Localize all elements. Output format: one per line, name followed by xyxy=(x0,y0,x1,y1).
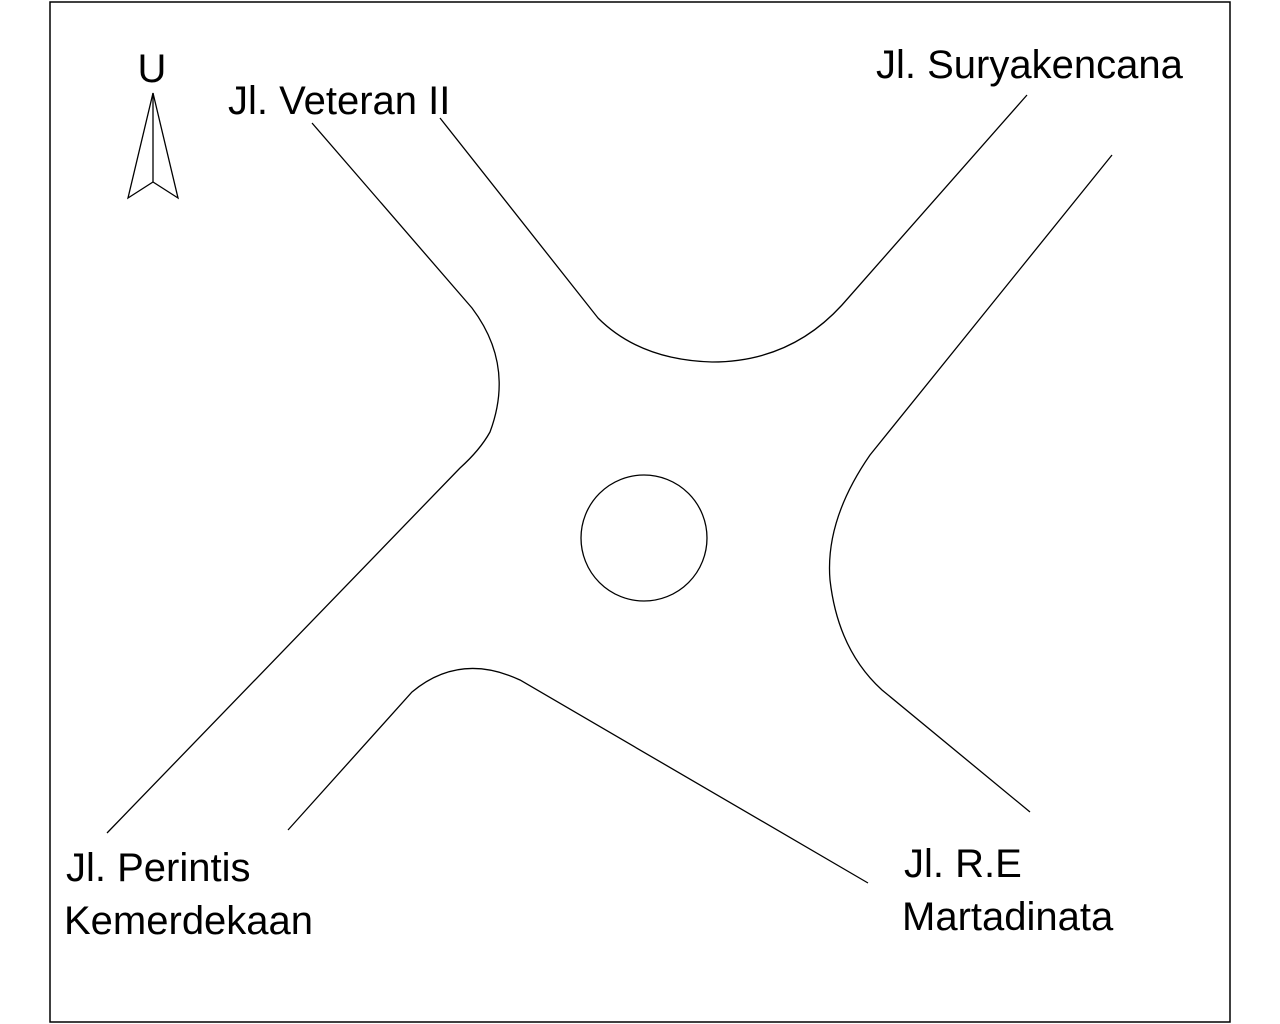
street-label-veteran: Jl. Veteran II xyxy=(228,79,450,123)
map-frame xyxy=(49,1,1231,1023)
street-label-suryakencana: Jl. Suryakencana xyxy=(876,43,1184,87)
street-label-perintis-line1: Jl. Perintis xyxy=(66,846,251,890)
road-edge-west xyxy=(106,122,500,834)
north-letter: U xyxy=(138,47,167,91)
road-edge-south xyxy=(287,667,869,884)
road-edge-east xyxy=(828,154,1113,813)
road-edge-north xyxy=(439,94,1028,363)
street-label-perintis-line2: Kemerdekaan xyxy=(64,899,313,943)
street-label-martadinata-line1: Jl. R.E xyxy=(904,842,1022,886)
street-label-martadinata-line2: Martadinata xyxy=(902,895,1114,939)
roundabout-circle xyxy=(580,474,708,602)
road-edges xyxy=(106,94,1113,884)
north-arrow-icon: U xyxy=(126,47,180,200)
